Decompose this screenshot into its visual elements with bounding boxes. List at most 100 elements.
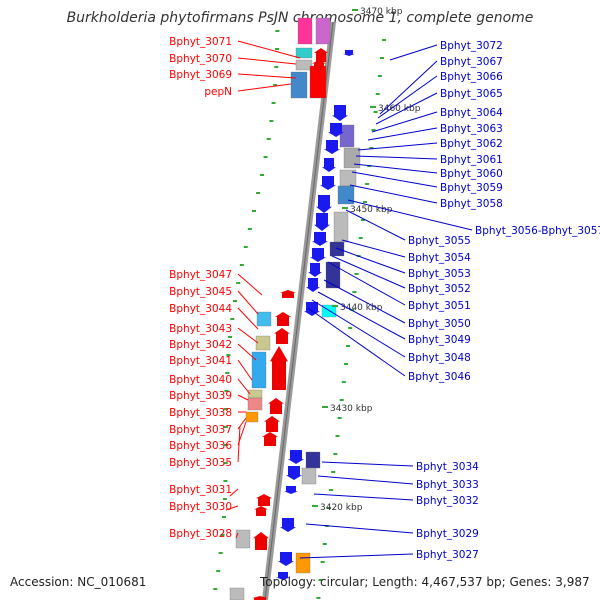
- leader-line: [237, 425, 241, 463]
- gene-label-right: Bphyt_3051: [408, 300, 471, 312]
- tick-mark: [371, 129, 376, 131]
- gene-label-right: Bphyt_3067: [440, 56, 503, 68]
- forward-gene-arrow: [264, 416, 280, 432]
- tick-mark: [274, 66, 279, 68]
- leader-line: [311, 299, 406, 358]
- tick-mark: [243, 246, 248, 248]
- reverse-gene-arrow: [314, 213, 330, 231]
- gene-block: [315, 17, 331, 45]
- gene-block: [325, 261, 341, 289]
- scale-label: 3460 kbp: [378, 104, 421, 114]
- forward-gene-arrow: [270, 346, 288, 390]
- gene-block: [337, 185, 355, 205]
- forward-gene-arrow: [253, 532, 269, 550]
- tick-mark: [223, 462, 228, 464]
- tick-mark: [224, 408, 229, 410]
- tick-mark: [223, 426, 228, 428]
- gene-label-right: Bphyt_3066: [440, 71, 503, 83]
- forward-gene-arrow: [275, 312, 291, 326]
- tick-mark: [343, 363, 348, 365]
- gene-label-right: Bphyt_3050: [408, 318, 471, 330]
- tick-mark: [256, 192, 261, 194]
- leader-line: [345, 209, 406, 241]
- reverse-gene-arrow: [316, 195, 332, 213]
- tick-mark: [224, 390, 229, 392]
- gene-label-right: Bphyt_3072: [440, 40, 503, 52]
- tick-mark: [339, 399, 344, 401]
- scale-label: 3430 kbp: [330, 404, 373, 414]
- gene-label-right: Bphyt_3029: [416, 528, 479, 540]
- gene-label-left: Bphyt_3037: [169, 424, 232, 436]
- scale-label: 3450 kbp: [350, 205, 393, 215]
- gene-block: [305, 451, 321, 469]
- reverse-gene-arrow: [322, 158, 336, 172]
- reverse-gene-arrow: [308, 263, 322, 277]
- reverse-gene-arrow: [324, 140, 340, 154]
- tick-mark: [269, 120, 274, 122]
- forward-gene-arrow: [252, 596, 268, 600]
- leader-line: [237, 57, 297, 65]
- gene-label-left: Bphyt_3031: [169, 484, 232, 496]
- tick-mark: [354, 273, 359, 275]
- gene-block: [245, 411, 259, 423]
- reverse-gene-arrow: [328, 123, 344, 137]
- reverse-gene-arrow: [343, 50, 355, 56]
- accession-label: Accession: NC_010681: [10, 575, 147, 589]
- gene-block: [235, 529, 251, 549]
- tick-mark: [382, 39, 387, 41]
- gene-label-right: Bphyt_3054: [408, 252, 471, 264]
- forward-gene-arrow: [280, 290, 296, 298]
- tick-mark: [341, 381, 346, 383]
- reverse-gene-arrow: [278, 552, 294, 566]
- leader-line: [237, 394, 249, 401]
- leader-line: [307, 307, 406, 377]
- tick-mark: [358, 237, 363, 239]
- gene-label-left: Bphyt_3045: [169, 286, 232, 298]
- gene-label-left: Bphyt_3039: [169, 390, 232, 402]
- gene-block: [251, 351, 267, 389]
- gene-block: [339, 124, 355, 148]
- tick-mark: [247, 228, 252, 230]
- tick-mark: [275, 48, 280, 50]
- gene-label-right: Bphyt_3056-Bphyt_3057: [475, 225, 600, 237]
- leader-line: [355, 155, 438, 160]
- leader-line: [367, 127, 438, 141]
- gene-label-left: Bphyt_3044: [169, 303, 232, 315]
- scale-label: 3440 kbp: [340, 303, 383, 313]
- gene-block: [256, 311, 272, 327]
- tick-mark: [363, 201, 367, 203]
- tick-mark: [216, 570, 221, 572]
- leader-line: [321, 461, 414, 467]
- gene-label-right: Bphyt_3052: [408, 283, 471, 295]
- scale-tick: [342, 207, 348, 209]
- forward-gene-arrow: [314, 48, 328, 62]
- reverse-gene-arrow: [276, 572, 290, 580]
- gene-label-right: Bphyt_3060: [440, 168, 503, 180]
- topology-label: Topology: circular; Length: 4,467,537 bp…: [260, 575, 590, 589]
- tick-mark: [223, 480, 228, 482]
- leader-line: [237, 307, 259, 330]
- gene-block: [297, 17, 313, 45]
- leader-line: [377, 75, 438, 119]
- reverse-gene-arrow: [310, 248, 326, 262]
- gene-block: [295, 47, 313, 59]
- tick-mark: [333, 453, 338, 455]
- reverse-gene-arrow: [288, 450, 304, 464]
- leader-line: [237, 378, 251, 395]
- gene-label-right: Bphyt_3027: [416, 549, 479, 561]
- leader-line: [305, 523, 414, 534]
- gene-block: [343, 147, 361, 169]
- scale-label: 3470 kbp: [360, 7, 403, 17]
- tick-mark: [329, 489, 334, 491]
- gene-label-right: Bphyt_3061: [440, 154, 503, 166]
- gene-label-left: Bphyt_3047: [169, 269, 232, 281]
- forward-gene-arrow: [268, 398, 284, 414]
- leader-line: [323, 279, 406, 324]
- gene-label-left: Bphyt_3069: [169, 69, 232, 81]
- gene-label-right: Bphyt_3059: [440, 182, 503, 194]
- gene-label-right: Bphyt_3048: [408, 352, 471, 364]
- leader-line: [349, 184, 438, 204]
- gene-block: [247, 389, 263, 399]
- scale-tick: [332, 305, 338, 307]
- leader-line: [235, 532, 239, 539]
